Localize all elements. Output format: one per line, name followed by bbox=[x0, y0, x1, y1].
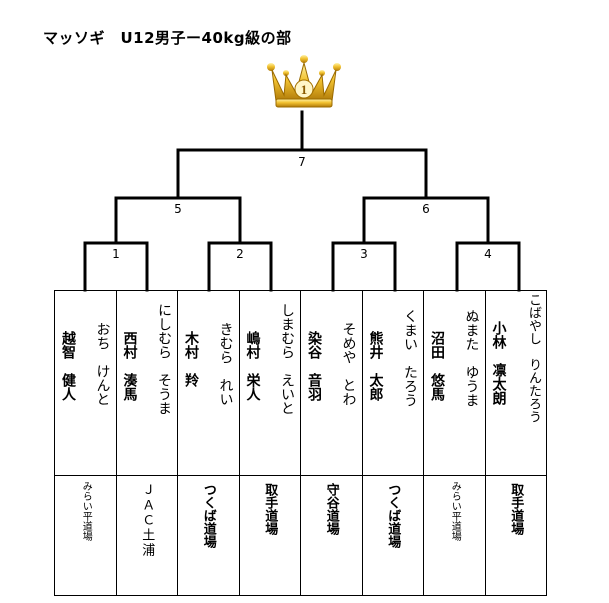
dojo-cell: 取手道場 bbox=[486, 476, 547, 595]
player-kana: にしむら そうま bbox=[156, 303, 172, 415]
match-number-final: 7 bbox=[298, 155, 306, 169]
name-cell: 西村 湊馬 にしむら そうま bbox=[116, 291, 177, 476]
player-name: 沼田 悠馬 bbox=[429, 331, 445, 401]
crown-icon: 1 bbox=[267, 55, 341, 108]
name-cell: 越智 健人 おち けんと bbox=[55, 291, 116, 476]
name-cell: 染谷 音羽 そめや とわ bbox=[301, 291, 362, 476]
entry-column: 越智 健人 おち けんと みらい平道場 bbox=[55, 291, 116, 595]
dojo-cell: ＪＡＣ土浦 bbox=[117, 476, 178, 595]
player-dojo: 守谷道場 bbox=[323, 483, 339, 535]
entry-column: 沼田 悠馬 ぬまた ゆうま みらい平道場 bbox=[423, 291, 485, 595]
name-cell: 木村 羚 きむら れい bbox=[178, 291, 239, 476]
page-title: マッソギ U12男子ー40kg級の部 bbox=[43, 29, 292, 47]
player-name: 西村 湊馬 bbox=[121, 331, 138, 401]
entry-column: 染谷 音羽 そめや とわ 守谷道場 bbox=[300, 291, 362, 595]
match-number-semifinal-right: 6 bbox=[422, 202, 430, 216]
dojo-cell: みらい平道場 bbox=[424, 476, 485, 595]
player-dojo: みらい平道場 bbox=[80, 481, 92, 541]
player-dojo: ＪＡＣ土浦 bbox=[139, 483, 155, 558]
player-dojo: つくば道場 bbox=[200, 483, 216, 548]
entry-column: 小林 凛太朗 こばやし りんたろう 取手道場 bbox=[484, 291, 547, 595]
match-number-first-3: 3 bbox=[360, 247, 368, 261]
name-cell: 熊井 太郎 くまい たろう bbox=[362, 291, 423, 476]
name-cell: 沼田 悠馬 ぬまた ゆうま bbox=[424, 291, 485, 476]
player-name: 木村 羚 bbox=[183, 331, 199, 387]
dojo-cell: 取手道場 bbox=[240, 476, 301, 595]
dojo-cell: 守谷道場 bbox=[301, 476, 362, 595]
dojo-cell: つくば道場 bbox=[178, 476, 239, 595]
crown-number: 1 bbox=[301, 82, 308, 97]
player-dojo: 取手道場 bbox=[508, 483, 524, 535]
player-dojo: つくば道場 bbox=[385, 483, 401, 548]
player-kana: しまむら えいと bbox=[279, 303, 295, 415]
match-number-first-4: 4 bbox=[484, 247, 492, 261]
entry-column: 熊井 太郎 くまい たろう つくば道場 bbox=[361, 291, 424, 595]
entry-column: 木村 羚 きむら れい つくば道場 bbox=[177, 291, 239, 595]
player-kana: こばやし りんたろう bbox=[526, 293, 541, 423]
entry-column: 西村 湊馬 にしむら そうま ＪＡＣ土浦 bbox=[115, 291, 178, 595]
player-kana: きむら れい bbox=[217, 322, 234, 406]
player-dojo: 取手道場 bbox=[262, 483, 278, 535]
match-number-first-2: 2 bbox=[236, 247, 244, 261]
entry-column: 嶋村 栄人 しまむら えいと 取手道場 bbox=[238, 291, 301, 595]
player-kana: くまい たろう bbox=[402, 309, 418, 407]
player-kana: そめや とわ bbox=[340, 322, 357, 406]
player-kana: ぬまた ゆうま bbox=[463, 309, 480, 407]
player-name: 熊井 太郎 bbox=[367, 331, 384, 401]
entry-table: 越智 健人 おち けんと みらい平道場 西村 湊馬 にしむら そうま ＪＡＣ土浦… bbox=[54, 290, 547, 596]
dojo-cell: みらい平道場 bbox=[55, 476, 116, 595]
name-cell: 嶋村 栄人 しまむら えいと bbox=[239, 291, 300, 476]
match-number-first-1: 1 bbox=[112, 247, 120, 261]
player-kana: おち けんと bbox=[94, 322, 111, 406]
player-name: 越智 健人 bbox=[60, 331, 76, 401]
name-cell: 小林 凛太朗 こばやし りんたろう bbox=[485, 291, 546, 476]
dojo-cell: つくば道場 bbox=[363, 476, 424, 595]
player-name: 小林 凛太朗 bbox=[490, 321, 507, 405]
match-number-semifinal-left: 5 bbox=[174, 202, 182, 216]
player-name: 嶋村 栄人 bbox=[244, 331, 261, 401]
player-dojo: みらい平道場 bbox=[449, 481, 461, 541]
player-name: 染谷 音羽 bbox=[306, 331, 322, 401]
